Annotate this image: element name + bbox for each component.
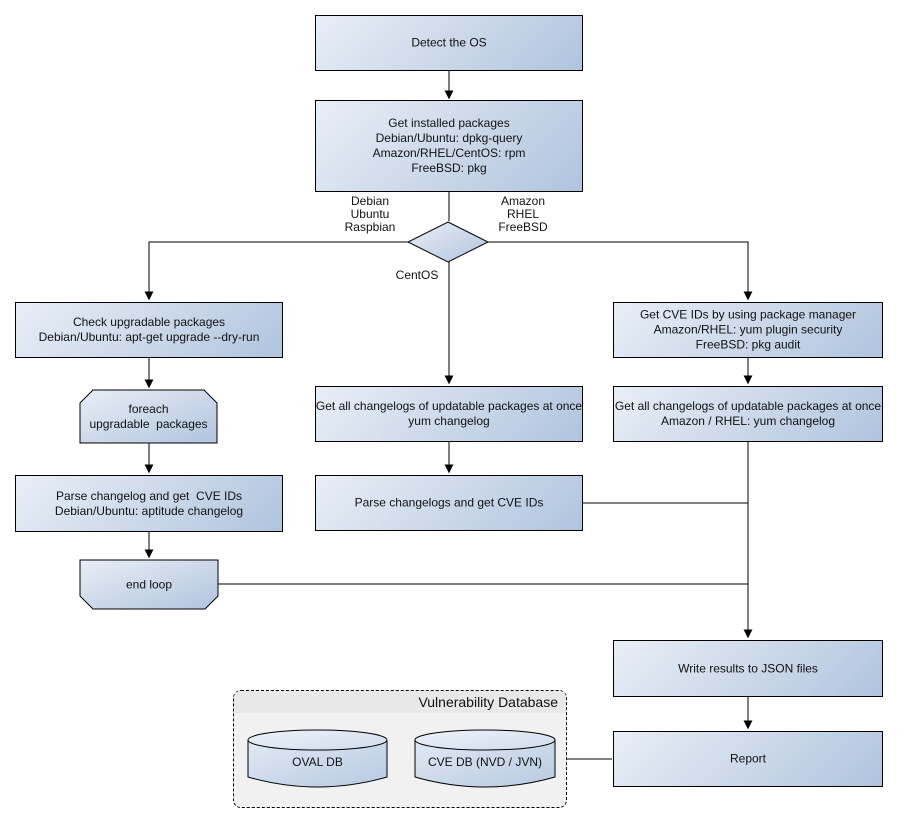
node-parse-changelogs-centos-label: Parse changelogs and get CVE IDs [354, 495, 544, 510]
node-parse-changelogs-centos: Parse changelogs and get CVE IDs [315, 475, 583, 531]
end-loop-label: end loop [125, 577, 173, 591]
node-get-changelogs-centos: Get all changelogs of updatable packages… [315, 386, 583, 442]
edge-decision-debian-branch [144, 241, 408, 301]
branch-label-centos: CentOS [395, 268, 439, 282]
os-decision-diamond [406, 221, 490, 263]
node-parse-changelog-debian: Parse changelog and get CVE IDs Debian/U… [15, 475, 283, 532]
cve-db-label: CVE DB (NVD / JVN) [427, 755, 542, 769]
node-check-upgradable-packages-label: Check upgradable packages Debian/Ubuntu:… [38, 315, 260, 344]
node-write-results-json-label: Write results to JSON files [678, 661, 818, 675]
node-get-installed-packages-label: Get installed packages Debian/Ubuntu: dp… [372, 116, 526, 175]
cve-db-cylinder-top [414, 729, 556, 751]
oval-db-label: OVAL DB [292, 755, 343, 769]
node-report-label: Report [729, 751, 767, 766]
node-write-results-json: Write results to JSON files [613, 640, 883, 697]
node-get-changelogs-centos-label: Get all changelogs of updatable packages… [315, 399, 583, 428]
end-loop-shape [79, 559, 219, 610]
node-parse-changelog-debian-label: Parse changelog and get CVE IDs Debian/U… [54, 488, 244, 518]
branch-label-amazon: Amazon RHEL FreeBSD [498, 194, 548, 234]
oval-db-cylinder-body [247, 740, 388, 788]
node-detect-os-label: Detect the OS [411, 35, 487, 50]
oval-db-cylinder-top [247, 729, 388, 751]
connector-lines [144, 71, 753, 760]
foreach-loop-shape [79, 389, 218, 444]
node-get-cve-ids-package-manager: Get CVE IDs by using package manager Ama… [613, 302, 883, 358]
node-report: Report [613, 731, 883, 787]
end-loop-label-box: end loop [80, 560, 218, 609]
node-detect-os: Detect the OS [315, 15, 583, 71]
node-get-cve-ids-package-manager-label: Get CVE IDs by using package manager Ama… [639, 307, 857, 352]
node-get-changelogs-amazon-rhel-label: Get all changelogs of updatable packages… [614, 399, 882, 428]
foreach-loop-label-box: foreach upgradable packages [80, 390, 217, 443]
edge-decision-amazon-branch [488, 241, 753, 301]
node-get-changelogs-amazon-rhel: Get all changelogs of updatable packages… [613, 386, 883, 442]
node-check-upgradable-packages: Check upgradable packages Debian/Ubuntu:… [15, 302, 283, 358]
foreach-loop-label: foreach upgradable packages [89, 401, 208, 431]
node-get-installed-packages: Get installed packages Debian/Ubuntu: dp… [315, 100, 583, 192]
branch-label-debian: Debian Ubuntu Raspbian [344, 194, 396, 234]
vulnerability-database-title: Vulnerability Database [234, 691, 566, 713]
cve-db-cylinder-body [414, 740, 556, 788]
